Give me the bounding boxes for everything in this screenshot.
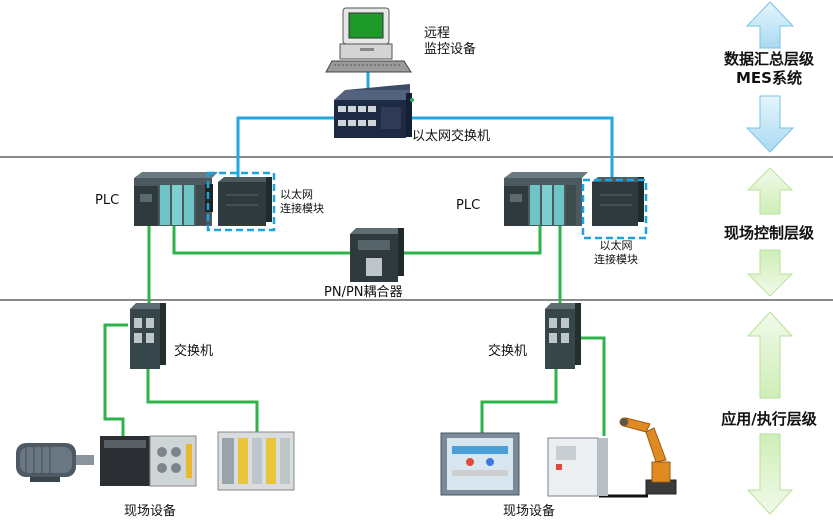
- coupler-label: PN/PN耦合器: [324, 285, 403, 300]
- layer-mes-line2: MES系统: [736, 69, 802, 87]
- ethernet-switch-label: 以太网交换机: [412, 129, 491, 144]
- eth-module-right-label-line1: 以太网: [599, 239, 633, 252]
- io-rack-icon: [217, 431, 295, 491]
- robot-controller-icon: [547, 437, 608, 497]
- layer-mes-arrow: [745, 1, 795, 153]
- layer-execution-arrow: [746, 311, 794, 515]
- plc-left-icon: [134, 172, 218, 226]
- eth-module-left-frame: [206, 171, 276, 232]
- remote-monitor-label-line1: 远程: [424, 26, 451, 41]
- plc-right-label: PLC: [456, 198, 481, 213]
- remote-monitor-pc-icon: [325, 7, 412, 73]
- field-devices-right-label: 现场设备: [503, 504, 556, 519]
- ethernet-link-right: [412, 116, 614, 177]
- pn-coupler-icon: [350, 228, 404, 282]
- plc-left-label: PLC: [95, 193, 120, 208]
- switch-right-to-hmi: [480, 368, 558, 433]
- coupler-link: [172, 226, 350, 255]
- switch-left-to-io: [146, 368, 259, 432]
- eth-module-right-icon: [592, 177, 644, 226]
- switch-right-label: 交换机: [488, 344, 528, 359]
- motor-icon: [16, 443, 94, 482]
- layer-mes-label: 数据汇总层级 MES系统: [714, 50, 824, 88]
- field-devices-left-label: 现场设备: [124, 504, 177, 519]
- layer-execution-label: 应用/执行层级: [721, 410, 817, 428]
- eth-module-left-label-line1: 以太网: [280, 188, 313, 201]
- layer-control-arrow: [746, 167, 794, 297]
- eth-module-right-frame: [581, 178, 648, 240]
- remote-monitor-label-line2: 监控设备: [424, 42, 477, 57]
- switch-left-to-drive: [103, 323, 128, 436]
- layer-mes-line1: 数据汇总层级: [723, 50, 814, 68]
- eth-module-left-label-line2: 连接模块: [280, 202, 324, 215]
- eth-module-right-label-line2: 连接模块: [594, 253, 638, 266]
- remote-monitor-label: 远程 监控设备: [424, 26, 476, 58]
- eth-module-left-icon: [218, 177, 272, 226]
- ethernet-link-left: [236, 116, 334, 177]
- eth-module-right-label: 以太网 连接模块: [594, 239, 638, 267]
- hmi-panel-icon: [440, 432, 520, 496]
- switch-right-to-robot: [580, 336, 606, 436]
- plc-right-icon: [504, 172, 588, 226]
- switch-left-icon: [130, 303, 166, 369]
- ethernet-links: [236, 72, 614, 177]
- layer-control-label: 现场控制层级: [723, 224, 814, 242]
- field-links: [103, 226, 648, 498]
- switch-left-label: 交换机: [174, 344, 214, 359]
- eth-module-left-label: 以太网 连接模块: [280, 188, 324, 216]
- ethernet-switch-icon: [334, 84, 414, 138]
- industrial-robot-icon: [619, 417, 677, 495]
- coupler-link-right: [404, 226, 542, 255]
- frequency-drive-icon: [100, 435, 197, 487]
- switch-right-icon: [545, 303, 581, 369]
